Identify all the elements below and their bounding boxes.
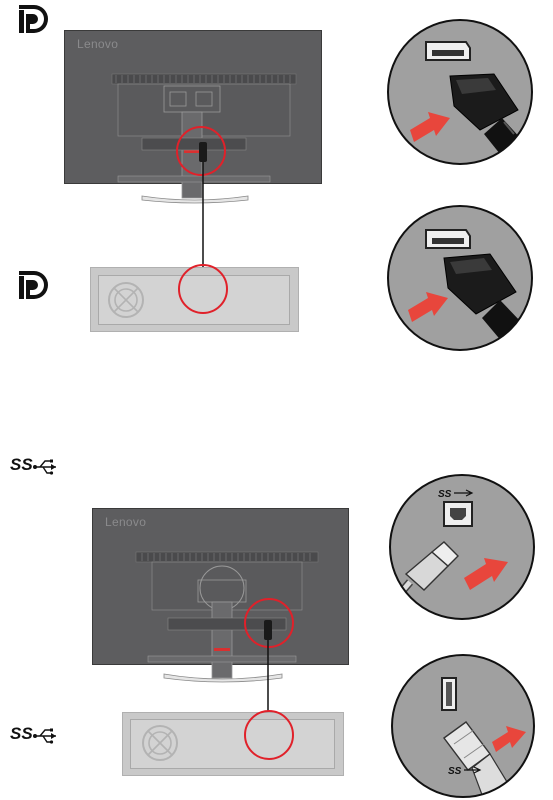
usb-logo-text-2: SS bbox=[10, 724, 33, 744]
monitor-back-detail-2 bbox=[92, 508, 352, 692]
usb-superspeed-logo-icon: SS bbox=[10, 455, 60, 479]
displayport-logo-icon bbox=[16, 2, 50, 36]
usb-detail-bottom-label: SS bbox=[448, 766, 462, 777]
displayport-connector-detail-bottom bbox=[384, 200, 536, 356]
usb-logo-text: SS bbox=[10, 455, 33, 475]
pc-port-highlight-circle bbox=[176, 262, 230, 316]
fan-grille-icon-2 bbox=[140, 723, 180, 763]
usb-superspeed-logo-icon-2: SS bbox=[10, 724, 60, 748]
monitor-back-detail bbox=[64, 30, 324, 210]
fan-grille-icon bbox=[106, 280, 146, 320]
displayport-connector-detail-top bbox=[384, 14, 536, 170]
usb-b-connector-detail: SS bbox=[386, 470, 538, 624]
usb-a-connector-detail: SS bbox=[388, 650, 538, 800]
usb-detail-top-label: SS bbox=[438, 489, 452, 500]
displayport-logo-icon-2 bbox=[16, 268, 50, 302]
pc-usb-highlight-circle bbox=[242, 708, 296, 762]
